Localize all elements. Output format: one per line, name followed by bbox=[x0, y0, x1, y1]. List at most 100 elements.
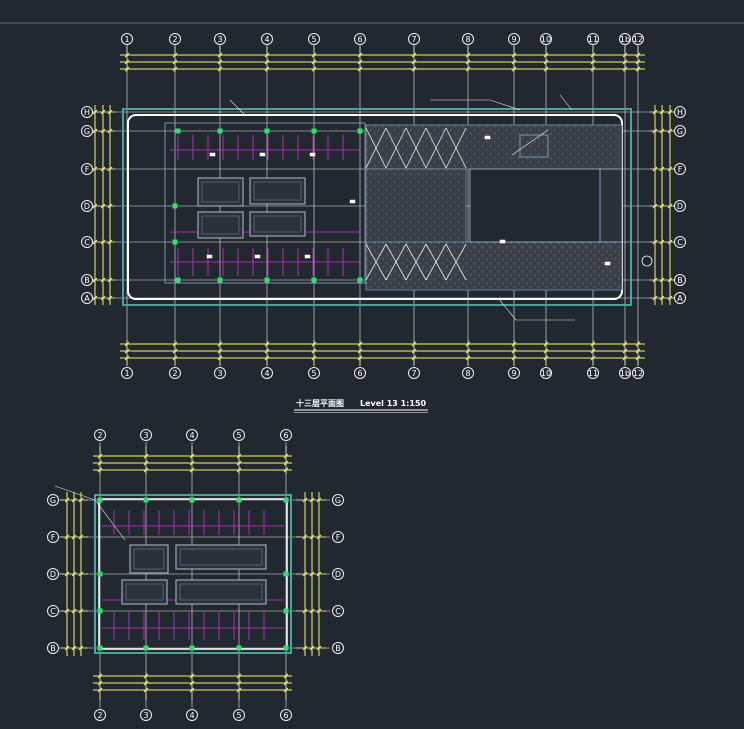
hatch-dot bbox=[366, 149, 368, 151]
main-column bbox=[357, 277, 363, 283]
hatch-dot bbox=[430, 282, 432, 284]
hatch-dot bbox=[490, 153, 492, 155]
hatch-dot bbox=[502, 157, 504, 159]
hatch-dot bbox=[394, 181, 396, 183]
hatch-dot bbox=[398, 169, 400, 171]
drawing-title: 十三层平面图 bbox=[296, 398, 344, 408]
hatch-dot bbox=[514, 270, 516, 272]
hatch-dot bbox=[430, 149, 432, 151]
hatch-dot bbox=[514, 129, 516, 131]
hatch-dot bbox=[382, 241, 384, 243]
hatch-dot bbox=[374, 165, 376, 167]
truss-diagonal bbox=[405, 127, 427, 169]
hatch-dot bbox=[454, 250, 456, 252]
hatch-dot bbox=[378, 270, 380, 272]
main-col-top-4-label: 4 bbox=[264, 35, 269, 44]
hatch-dot bbox=[570, 246, 572, 248]
hatch-dot bbox=[502, 141, 504, 143]
hatch-dot bbox=[378, 161, 380, 163]
hatch-dot bbox=[430, 125, 432, 127]
hatch-dot bbox=[450, 205, 452, 207]
hatch-dot bbox=[414, 193, 416, 195]
hatch-dot bbox=[398, 165, 400, 167]
hatch-dot bbox=[406, 225, 408, 227]
room-tag bbox=[209, 152, 216, 157]
hatch-dot bbox=[462, 169, 464, 171]
hatch-dot bbox=[442, 129, 444, 131]
hatch-dot bbox=[546, 278, 548, 280]
room-tag bbox=[349, 199, 356, 204]
hatch-dot bbox=[566, 282, 568, 284]
hatch-dot bbox=[402, 137, 404, 139]
hatch-dot bbox=[446, 282, 448, 284]
hatch-dot bbox=[390, 242, 392, 244]
small-core-room-2 bbox=[121, 579, 168, 605]
hatch-dot bbox=[534, 250, 536, 252]
main-col-bottom-4-label: 4 bbox=[264, 369, 269, 378]
hatch-dot bbox=[394, 137, 396, 139]
hatch-dot bbox=[514, 161, 516, 163]
hatch-dot bbox=[378, 262, 380, 264]
hatch-dot bbox=[390, 185, 392, 187]
hatch-dot bbox=[562, 129, 564, 131]
hatch-dot bbox=[546, 246, 548, 248]
hatch-dot bbox=[386, 237, 388, 239]
small-building-outline bbox=[54, 485, 292, 654]
hatch-dot bbox=[530, 161, 532, 163]
hatch-dot bbox=[502, 274, 504, 276]
hatch-dot bbox=[378, 229, 380, 231]
hatch-dot bbox=[486, 274, 488, 276]
hatch-dot bbox=[406, 177, 408, 179]
main-hatch-bottom-fill bbox=[365, 241, 623, 291]
hatch-dot bbox=[382, 233, 384, 235]
hatch-dot bbox=[442, 173, 444, 175]
hatch-dot bbox=[506, 278, 508, 280]
hatch-dot bbox=[430, 141, 432, 143]
hatch-dot bbox=[506, 262, 508, 264]
hatch-dot bbox=[558, 141, 560, 143]
hatch-dot bbox=[438, 241, 440, 243]
hatch-dot bbox=[430, 133, 432, 135]
hatch-dot bbox=[606, 133, 608, 135]
hatch-dot bbox=[590, 250, 592, 252]
hatch-dot bbox=[370, 181, 372, 183]
hatch-dot bbox=[554, 270, 556, 272]
hatch-dot bbox=[590, 258, 592, 260]
main-column bbox=[264, 277, 270, 283]
hatch-dot bbox=[378, 189, 380, 191]
hatch-dot bbox=[370, 197, 372, 199]
hatch-dot bbox=[558, 258, 560, 260]
hatch-dot bbox=[482, 246, 484, 248]
hatch-dot bbox=[378, 278, 380, 280]
hatch-dot bbox=[442, 153, 444, 155]
main-col-top-6-label: 6 bbox=[357, 35, 362, 44]
hatch-dot bbox=[402, 173, 404, 175]
hatch-dot bbox=[454, 242, 456, 244]
hatch-dot bbox=[414, 242, 416, 244]
hatch-dot bbox=[582, 165, 584, 167]
small-col-bottom-3-circle bbox=[140, 709, 152, 721]
hatch-dot bbox=[422, 241, 424, 243]
main-row-left-B-label: B bbox=[84, 276, 90, 285]
small-row-left-D-circle bbox=[47, 568, 59, 580]
hatch-dot bbox=[518, 258, 520, 260]
hatch-dot bbox=[590, 141, 592, 143]
hatch-dot bbox=[414, 125, 416, 127]
hatch-dot bbox=[482, 270, 484, 272]
hatch-dot bbox=[518, 242, 520, 244]
hatch-dot bbox=[426, 262, 428, 264]
hatch-dot bbox=[474, 254, 476, 256]
hatch-dot bbox=[550, 242, 552, 244]
hatch-dot bbox=[486, 141, 488, 143]
hatch-dot bbox=[498, 246, 500, 248]
hatch-dot bbox=[410, 129, 412, 131]
hatch-dot bbox=[578, 246, 580, 248]
hatch-dot bbox=[378, 213, 380, 215]
hatch-dot bbox=[594, 246, 596, 248]
small-row-right-G-label: G bbox=[335, 496, 341, 505]
hatch-dot bbox=[390, 201, 392, 203]
hatch-dot bbox=[374, 185, 376, 187]
